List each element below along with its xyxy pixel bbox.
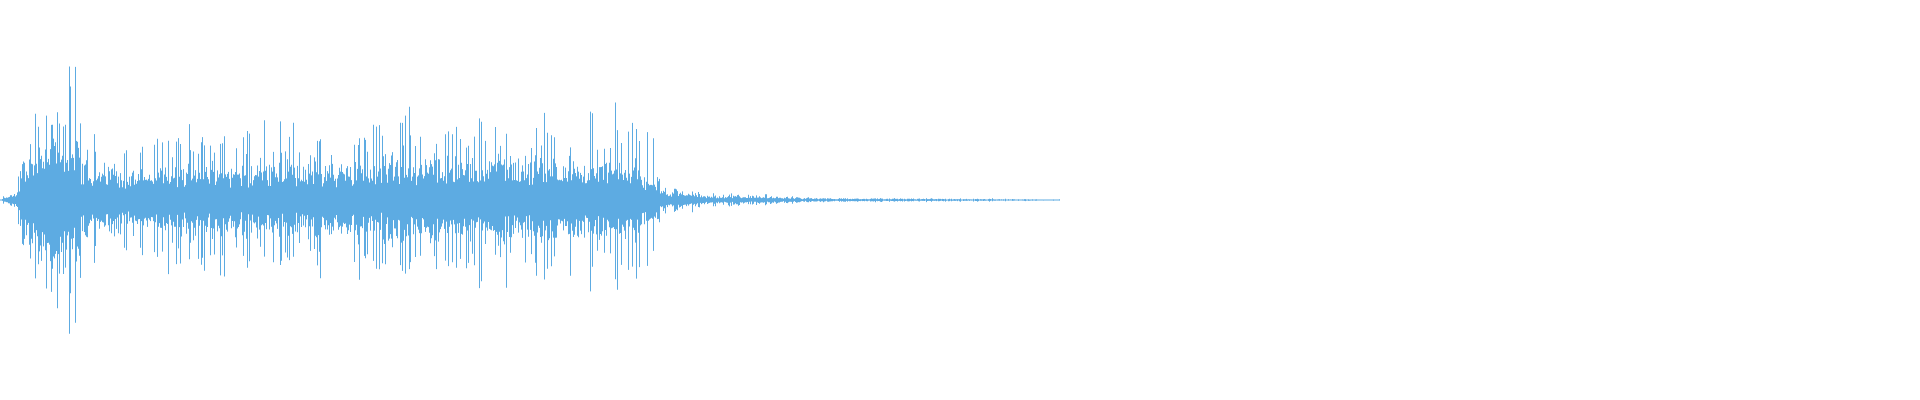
waveform-segment — [680, 191, 700, 213]
waveform-segment — [700, 193, 720, 207]
waveform-segment — [640, 132, 660, 266]
waveform-segment — [80, 123, 100, 278]
waveform-segment — [620, 122, 640, 279]
waveform-segment — [820, 198, 840, 203]
waveform-segment — [880, 198, 900, 202]
waveform-segment — [60, 66, 80, 334]
waveform-segment — [1000, 198, 1020, 202]
waveform-segment — [940, 198, 960, 202]
waveform-segment — [580, 111, 600, 292]
waveform-segment — [440, 126, 460, 268]
waveform-segment — [1020, 199, 1040, 202]
waveform-segment — [660, 187, 680, 214]
waveform-segment — [140, 138, 160, 257]
waveform-segment — [900, 198, 920, 202]
waveform-segment — [520, 128, 540, 276]
waveform-segment — [740, 194, 760, 205]
waveform-segment — [420, 136, 440, 270]
waveform-segment — [220, 136, 240, 277]
waveform-segment — [260, 120, 280, 263]
waveform-segment — [200, 137, 220, 271]
waveform-segment — [40, 112, 60, 309]
waveform-segment — [600, 102, 620, 290]
waveform-segment — [760, 194, 780, 206]
waveform-segment — [20, 113, 40, 279]
waveform-segment — [800, 197, 820, 203]
waveform-segment — [540, 112, 560, 280]
waveform-segment — [460, 118, 480, 289]
waveform-segment — [0, 176, 20, 225]
waveform-segment — [480, 121, 500, 282]
waveform-segment — [960, 198, 980, 202]
waveform-segment — [100, 162, 120, 237]
waveform-segment — [560, 147, 580, 276]
waveform-segment — [280, 121, 300, 265]
waveform-segment — [500, 133, 520, 288]
waveform-segment — [780, 196, 800, 204]
waveform-segment — [720, 193, 740, 207]
waveform-segment — [340, 138, 360, 280]
waveform-segment — [400, 106, 420, 274]
waveform-segment — [980, 198, 1000, 202]
waveform-segment — [120, 150, 140, 251]
waveform-segment — [840, 198, 860, 202]
waveform-segment — [180, 124, 200, 264]
waveform-segment — [920, 198, 940, 203]
waveform-segment — [160, 138, 180, 275]
waveform-segment — [320, 139, 340, 279]
waveform-segment — [1040, 199, 1060, 201]
waveform-segment — [360, 124, 380, 270]
waveform-segment — [240, 131, 260, 268]
waveform-segment — [860, 198, 880, 203]
waveform-segment — [380, 135, 400, 265]
waveform-segment — [300, 140, 320, 266]
